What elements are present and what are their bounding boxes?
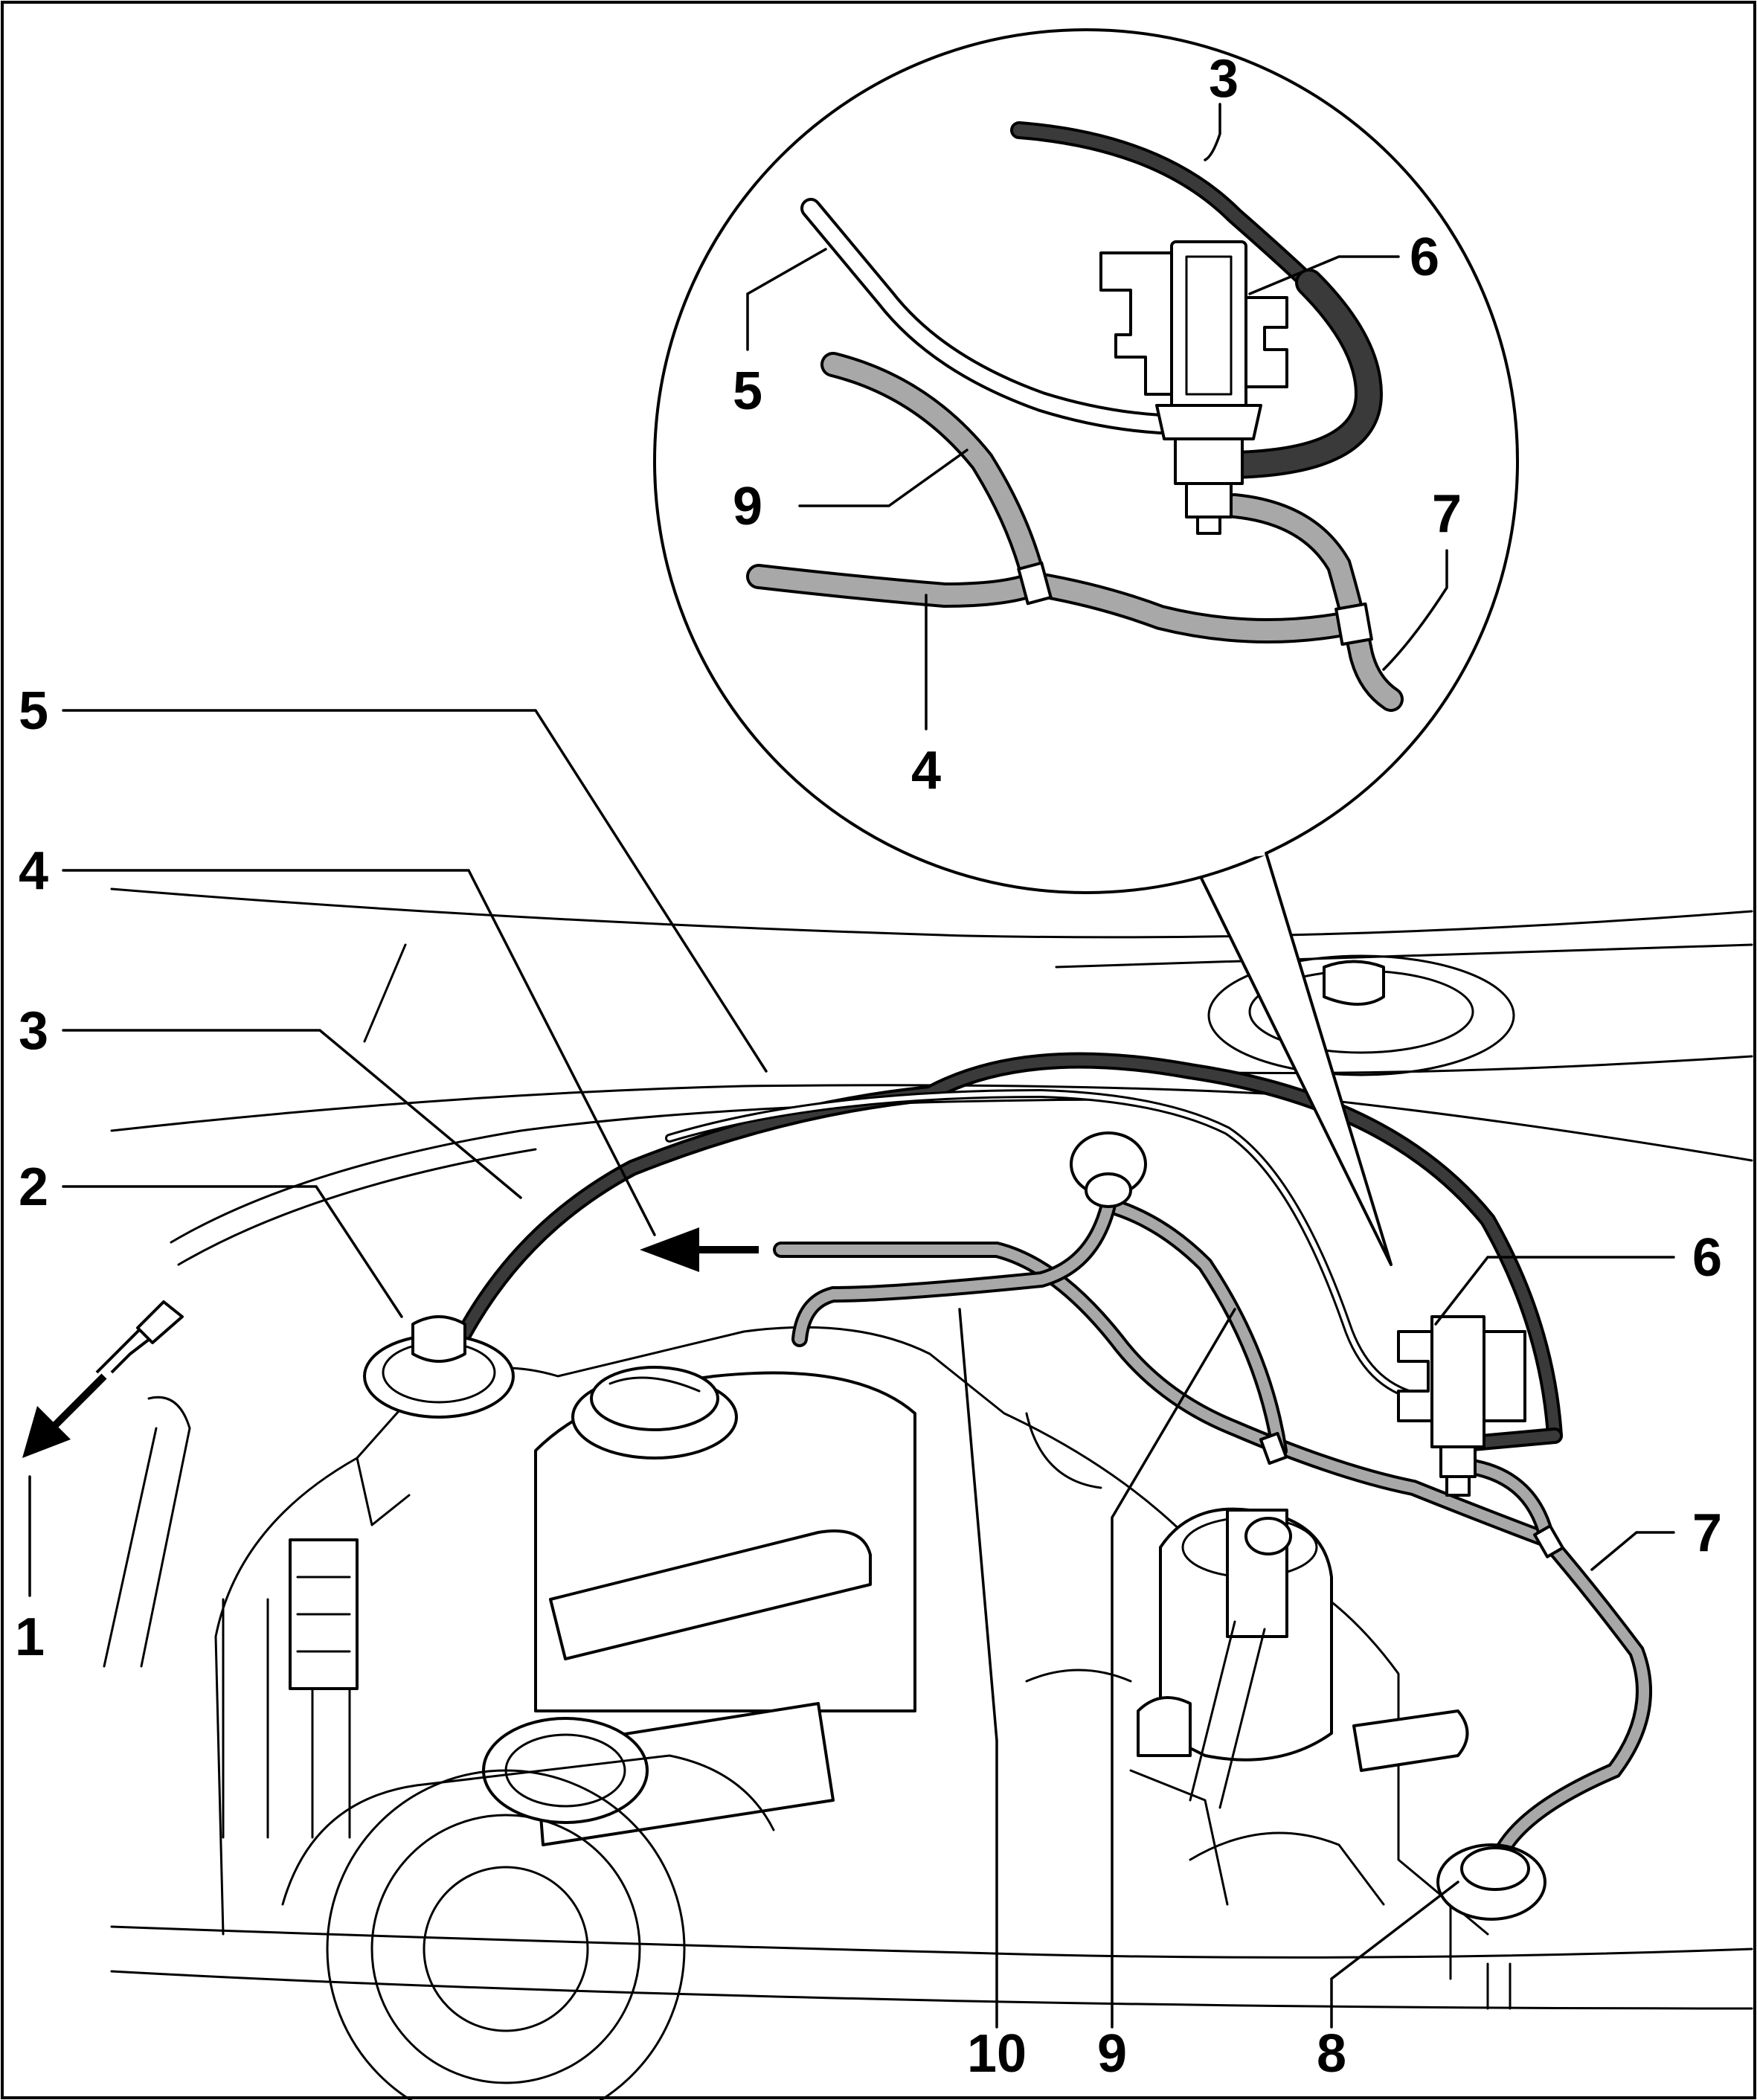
callout-detail-4: 4 [911, 741, 941, 800]
egr-valve [363, 1315, 515, 1419]
pressure-converter-main [1397, 1315, 1526, 1497]
arrow-down-left-icon [22, 1300, 184, 1458]
callout-detail-9: 9 [733, 477, 762, 536]
callout-main-5: 5 [19, 681, 48, 741]
arrow-left-icon [640, 1227, 759, 1272]
callout-main-6: 6 [1692, 1228, 1722, 1288]
detail-magnifier [653, 28, 1519, 1266]
callout-bottom-9: 9 [1097, 2024, 1127, 2084]
crank-pulley [326, 1769, 686, 2100]
callout-labels: 3 6 5 9 7 4 5 4 3 2 1 6 7 10 9 8 [15, 49, 1722, 2084]
callout-detail-7: 7 [1432, 484, 1462, 544]
grommet-bottom [1436, 1843, 1546, 1921]
callout-main-4: 4 [19, 841, 48, 901]
strut-tower [1207, 954, 1515, 1076]
main-hoses [453, 1052, 1652, 1875]
callout-main-7: 7 [1692, 1503, 1722, 1563]
callout-detail-5: 5 [733, 362, 762, 421]
callout-detail-3: 3 [1209, 49, 1239, 109]
callout-main-1: 1 [15, 1608, 45, 1667]
callout-bottom-8: 8 [1317, 2024, 1346, 2084]
grommet-top [1070, 1131, 1147, 1208]
leader-lines [28, 103, 1675, 2029]
callout-main-2: 2 [19, 1157, 48, 1217]
callout-bottom-10: 10 [967, 2024, 1027, 2084]
callout-main-3: 3 [19, 1001, 48, 1061]
callout-detail-6: 6 [1410, 228, 1439, 287]
